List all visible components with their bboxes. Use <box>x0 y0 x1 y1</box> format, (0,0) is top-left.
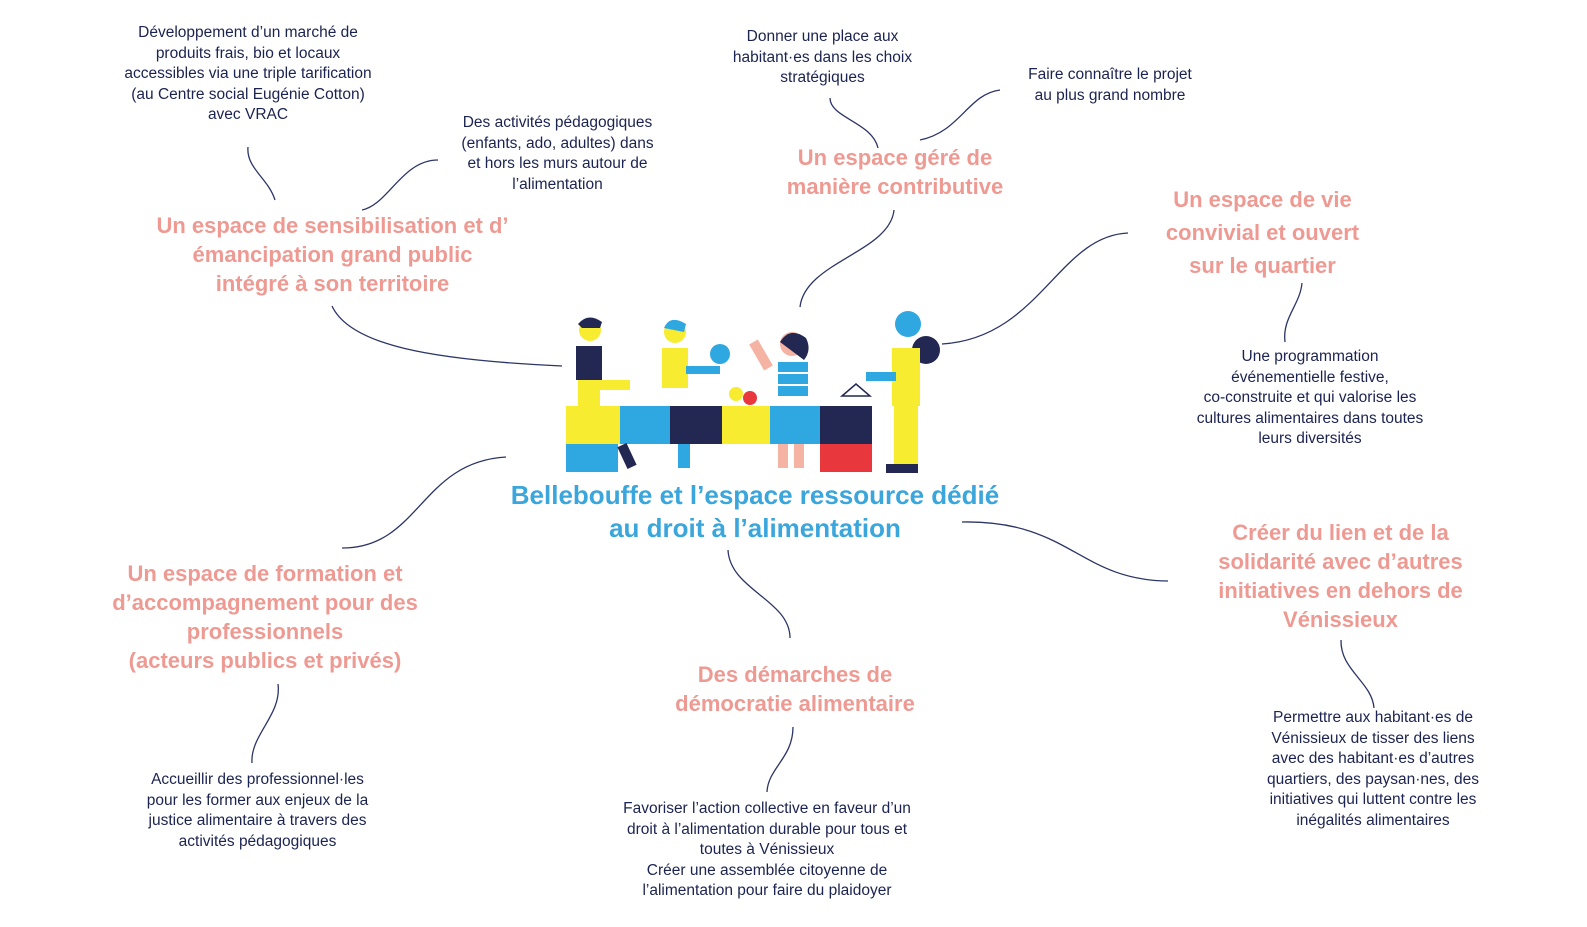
link-solidarite-liens <box>1340 639 1375 709</box>
link-contributive-habitants <box>829 97 879 149</box>
detail-habitants-choix: Donner une place aux habitant·es dans le… <box>732 28 913 86</box>
center-title: Bellebouffe et l’espace ressource dédié … <box>510 480 1000 543</box>
detail-accueillir-pros: Accueillir des professionnel·les pour le… <box>146 771 369 850</box>
link-contributive-projet <box>919 89 1001 141</box>
branch-democratie-title: Des démarches de démocratie alimentaire <box>675 662 915 716</box>
detail-action-collective: Favoriser l’action collective en faveur … <box>623 800 911 899</box>
branch-formation-title: Un espace de formation et d’accompagneme… <box>112 561 418 673</box>
detail-activites-pedagogiques: Des activités pédagogiques (enfants, ado… <box>461 114 654 193</box>
detail-faire-connaitre: Faire connaître le projet au plus grand … <box>1028 66 1192 104</box>
detail-marche: Développement d’un marché de produits fr… <box>124 24 372 123</box>
link-center-democratie <box>727 549 791 639</box>
detail-tisser-liens: Permettre aux habitant·es de Vénissieux … <box>1267 709 1479 829</box>
link-sensibilisation-marche <box>247 146 276 201</box>
link-formation-accueillir <box>251 683 279 764</box>
link-democratie-action <box>766 726 794 793</box>
link-center-sensibilisation <box>331 305 563 367</box>
branch-solidarite-title: Créer du lien et de la solidarité avec d… <box>1218 520 1463 632</box>
food-table-illustration-icon <box>566 311 940 473</box>
link-center-formation <box>341 456 507 549</box>
link-center-solidarite <box>961 521 1169 582</box>
link-center-contributive <box>799 209 895 308</box>
detail-programmation: Une programmation événementielle festive… <box>1196 348 1424 447</box>
branch-sensibilisation-title: Un espace de sensibilisation et d’ émanc… <box>156 213 509 296</box>
link-sensibilisation-activites <box>361 159 439 211</box>
branch-convivial-title: Un espace de vie convivial et ouvert sur… <box>1165 187 1360 278</box>
link-center-convivial <box>941 232 1129 345</box>
link-convivial-programmation <box>1284 282 1303 343</box>
branch-contributive-title: Un espace géré de manière contributive <box>786 145 1004 199</box>
